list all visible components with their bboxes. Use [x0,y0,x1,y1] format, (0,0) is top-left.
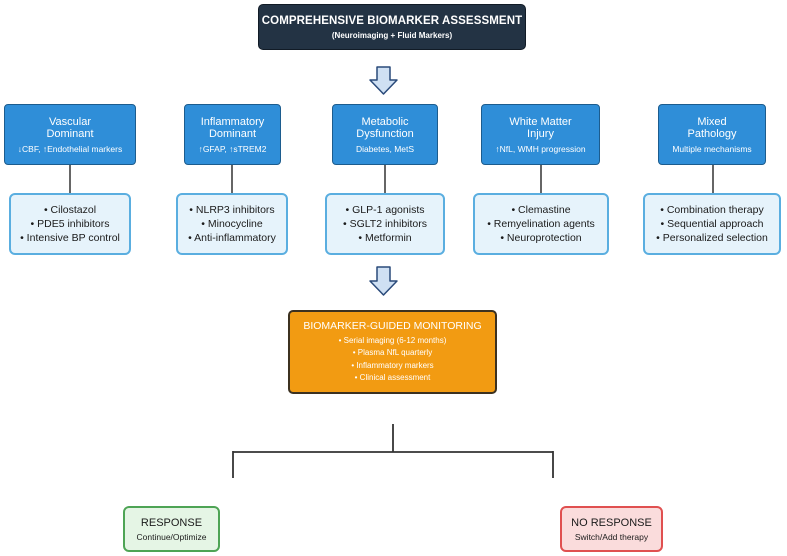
category-box-metabolic: Metabolic Dysfunction Diabetes, MetS [332,104,438,165]
treatment-item: • Minocycline [201,218,263,230]
treatment-box-mixed: • Combination therapy • Sequential appro… [643,193,781,255]
category-markers: ↑NfL, WMH progression [495,143,586,154]
down-arrow-icon [369,66,398,95]
category-markers: Diabetes, MetS [355,143,415,154]
treatment-box-inflammatory: • NLRP3 inhibitors • Minocycline • Anti-… [176,193,288,255]
treatment-item: • Combination therapy [660,204,764,216]
treatment-item: • PDE5 inhibitors [30,218,110,230]
assessment-subtitle: (Neuroimaging + Fluid Markers) [331,30,453,40]
category-name: Pathology [687,127,737,140]
monitoring-item: • Clinical assessment [354,373,431,382]
category-name: Vascular [49,115,91,128]
monitoring-item: • Plasma NfL quarterly [352,348,433,357]
category-markers: ↓CBF, ↑Endothelial markers [17,143,123,154]
monitoring-box: BIOMARKER-GUIDED MONITORING • Serial ima… [288,310,497,394]
treatment-item: • Personalized selection [656,232,768,244]
treatment-item: • Cilostazol [43,204,97,216]
category-name: Dysfunction [356,127,414,140]
treatment-item: • Sequential approach [660,218,764,230]
category-box-inflammatory: Inflammatory Dominant ↑GFAP, ↑sTREM2 [184,104,281,165]
assessment-title: COMPREHENSIVE BIOMARKER ASSESSMENT [261,14,523,27]
treatment-box-vascular: • Cilostazol • PDE5 inhibitors • Intensi… [9,193,131,255]
treatment-item: • Intensive BP control [20,232,120,244]
category-markers: ↑GFAP, ↑sTREM2 [198,143,267,154]
category-box-vascular: Vascular Dominant ↓CBF, ↑Endothelial mar… [4,104,136,165]
category-box-mixed: Mixed Pathology Multiple mechanisms [658,104,766,165]
no-response-box: NO RESPONSE Switch/Add therapy [560,506,663,552]
treatment-item: • GLP-1 agonists [345,204,425,216]
category-name: Mixed [697,115,727,128]
no-response-title: NO RESPONSE [571,516,652,529]
treatment-item: • Metformin [358,232,412,244]
response-subtitle: Continue/Optimize [136,531,207,542]
treatment-item: • Remyelination agents [487,218,595,230]
category-name: Dominant [208,127,257,140]
treatment-item: • Anti-inflammatory [188,232,276,244]
treatment-item: • Neuroprotection [500,232,582,244]
response-box: RESPONSE Continue/Optimize [123,506,220,552]
treatment-item: • SGLT2 inhibitors [342,218,427,230]
category-name: Dominant [46,127,94,140]
category-name: Inflammatory [200,115,265,128]
monitoring-item: • Serial imaging (6-12 months) [338,335,447,345]
monitoring-item: • Inflammatory markers [351,360,434,370]
category-name: Metabolic [361,115,409,128]
category-name: Injury [527,127,554,140]
category-box-white-matter: White Matter Injury ↑NfL, WMH progressio… [481,104,600,165]
monitoring-title: BIOMARKER-GUIDED MONITORING [303,319,482,332]
treatment-item: • NLRP3 inhibitors [189,204,275,216]
category-markers: Multiple mechanisms [672,143,752,154]
treatment-box-metabolic: • GLP-1 agonists • SGLT2 inhibitors • Me… [325,193,445,255]
assessment-box: COMPREHENSIVE BIOMARKER ASSESSMENT (Neur… [258,4,526,50]
category-name: White Matter [509,115,572,128]
down-arrow-icon [369,266,398,296]
no-response-subtitle: Switch/Add therapy [574,531,649,542]
response-title: RESPONSE [140,516,203,529]
treatment-item: • Clemastine [511,204,571,216]
treatment-box-white-matter: • Clemastine • Remyelination agents • Ne… [473,193,609,255]
